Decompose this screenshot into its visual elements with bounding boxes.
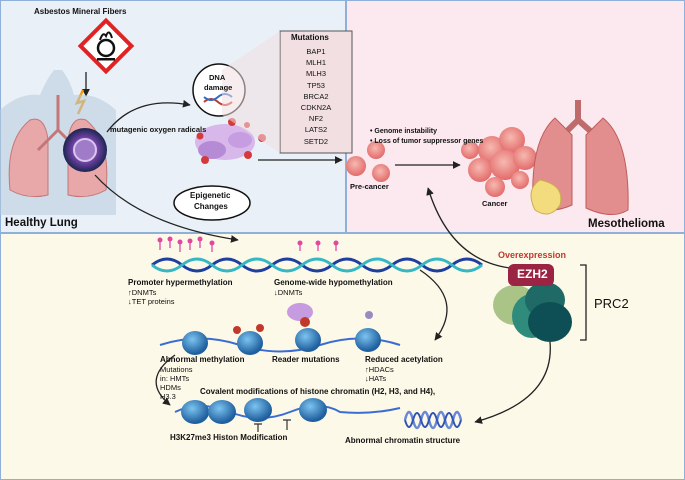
mutations-box [279,30,353,154]
chromatin-coil-icon [403,410,463,430]
gene-nf2: NF2 [308,114,324,124]
gene-brca2: BRCA2 [303,91,329,101]
precancer-label: Pre-cancer [350,182,389,191]
dna-label: DNA [209,73,226,82]
hazard-sign-icon [77,17,135,75]
dna-helix-icon [151,236,483,273]
oxygen-radicals-label: mutagenic oxygen radicals [110,125,207,134]
overexpression-label: Overexpression [498,250,567,260]
genome-instability-label: • Genome instability [370,128,438,135]
arrow-to-chromatin [474,341,551,424]
h3k27me3-label: H3K27me3 Histon Modification [170,433,288,442]
tumor-suppressor-label: • Loss of tumor suppressor genes [370,138,484,145]
mutations-title: Mutations [291,33,329,42]
genome-wide-dnmts: ↓DNMTs [274,288,303,297]
arrow-to-epigenetic [94,174,239,243]
damage-label: damage [204,83,233,92]
gene-mlh1: MLH1 [305,58,326,68]
asbestos-label: Asbestos Mineral Fibers [34,7,127,16]
cancer-label: Cancer [482,199,508,208]
reduced-acetylation-hdacs: ↑HDACs [365,365,394,374]
reader-mutations-label: Reader mutations [272,355,340,364]
gene-tp53: TP53 [307,80,325,90]
mesothelioma-label: Mesothelioma [588,218,665,230]
gene-cdkn2a: CDKN2A [300,103,332,113]
gene-setd2: SETD2 [303,136,329,146]
covalent-modifications-label: Covalent modifications of histone chroma… [200,387,436,396]
ezh2-label: EZH2 [517,267,548,281]
gene-mlh3: MLH3 [305,69,326,79]
gene-lats2: LATS2 [304,125,328,135]
prc2-label: PRC2 [594,296,629,311]
reduced-acetylation-hats: ↓HATs [365,374,387,383]
reduced-acetylation-title: Reduced acetylation [365,355,443,364]
arrow-to-dna-damage [106,99,191,133]
arrow-ezh2-to-cancer [426,187,511,269]
abnormal-methylation-line-3: HDMs [160,383,181,392]
prc2-complex-icon [493,264,572,342]
arrow-dna-to-histones [419,269,448,341]
promoter-dnmts: ↑DNMTs [128,288,157,297]
abnormal-methylation-line-2: in: HMTs [160,374,190,383]
abnormal-methylation-line-4: H3.3 [160,392,176,401]
mesothelioma-lungs-icon [530,100,629,215]
precancer-cells-icon [346,141,390,182]
genome-wide-title: Genome-wide hypomethylation [274,278,393,287]
mutation-gene-list: BAP1 MLH1 MLH3 TP53 BRCA2 CDKN2A NF2 LAT… [280,46,352,147]
cancer-cluster-icon [461,127,537,197]
gene-bap1: BAP1 [306,47,326,56]
epigenetic-changes-ellipse [173,185,251,221]
nucleosome-row-2 [174,398,401,432]
promoter-tet: ↓TET proteins [128,297,175,306]
healthy-lung-label: Healthy Lung [5,217,78,229]
promoter-title: Promoter hypermethylation [128,278,233,287]
abnormal-methylation-line-1: Mutations [160,365,193,374]
arrow-to-histone-row-2 [155,354,176,406]
changes-label: Changes [194,202,228,211]
abnormal-chromatin-label: Abnormal chromatin structure [345,436,461,445]
epigenetic-label: Epigenetic [190,191,231,200]
abnormal-methylation-title: Abnormal methylation [160,355,245,364]
nucleosome-row-1 [159,303,401,355]
